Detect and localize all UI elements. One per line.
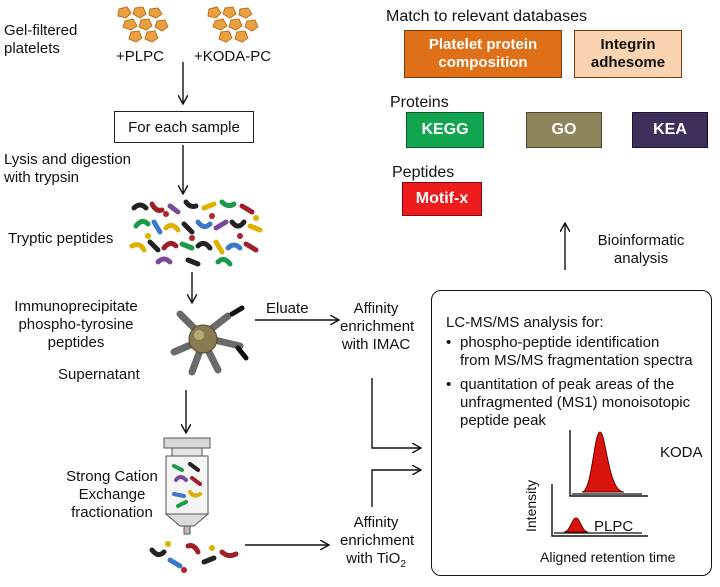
proteins-heading: Proteins	[390, 94, 449, 111]
scx-column-icon	[163, 437, 211, 535]
motif-x-box: Motif-x	[402, 182, 482, 216]
kegg-box: KEGG	[406, 112, 484, 148]
platelet-protein-box: Platelet protein composition	[404, 30, 562, 78]
koda-peak	[581, 431, 625, 493]
arrow-tio2-to-lcms	[371, 470, 420, 507]
antibody-bead-icon	[170, 305, 249, 376]
databases-heading: Match to relevant databases	[386, 8, 588, 25]
plpc-label: +PLPC	[116, 48, 164, 65]
kea-box: KEA	[632, 112, 708, 148]
fractionated-peptides-icon	[149, 541, 239, 573]
bioinformatic-label: Bioinformatic analysis	[597, 232, 685, 267]
scx-label: Strong Cation Exchange fractionation	[66, 468, 158, 521]
intensity-axis-label: Intensity	[523, 479, 539, 532]
tio2-subscript: 2	[400, 559, 406, 570]
plpc-axes	[551, 484, 648, 537]
lcms-bullet2: quantitation of peak areas of the unfrag…	[460, 376, 691, 429]
eluate-label: Eluate	[266, 300, 309, 317]
tio2-main-text: Affinity enrichment with TiO	[340, 514, 415, 567]
immunoprecipitate-label: Immunoprecipitate phospho-tyrosine pepti…	[14, 298, 138, 351]
koda-axes	[569, 430, 648, 497]
plpc-peak	[563, 517, 589, 533]
tryptic-peptides-icon	[129, 199, 263, 267]
go-box: GO	[526, 112, 602, 148]
supernatant-label: Supernatant	[58, 366, 140, 383]
koda-pc-label: +KODA-PC	[194, 48, 272, 65]
lcms-title: LC-MS/MS analysis for:	[446, 314, 604, 331]
lcms-bullet2-dot: •	[446, 376, 452, 393]
chromatogram-plot	[551, 430, 648, 537]
lcms-bullet1: phospho-peptide identification from MS/M…	[460, 334, 693, 369]
arrow-imac-to-lcms	[371, 378, 420, 448]
peptides-heading: Peptides	[392, 164, 455, 181]
lysis-label: Lysis and digestion with trypsin	[4, 151, 132, 186]
imac-label: Affinity enrichment with IMAC	[340, 300, 415, 353]
platelets-koda-icon	[207, 6, 259, 43]
retention-axis-label: Aligned retention time	[540, 549, 676, 565]
platelets-plpc-icon	[117, 6, 169, 43]
plpc-peak-label: PLPC	[594, 518, 634, 535]
koda-peak-label: KODA	[660, 444, 703, 461]
gel-filtered-label: Gel-filtered platelets	[4, 22, 78, 57]
for-each-sample-box: For each sample	[114, 111, 254, 143]
integrin-adhesome-box: Integrin adhesome	[574, 30, 682, 78]
tio2-label: Affinity enrichment with TiO2	[340, 514, 415, 574]
lcms-bullet1-dot: •	[446, 334, 452, 351]
tryptic-peptides-label: Tryptic peptides	[8, 230, 114, 247]
